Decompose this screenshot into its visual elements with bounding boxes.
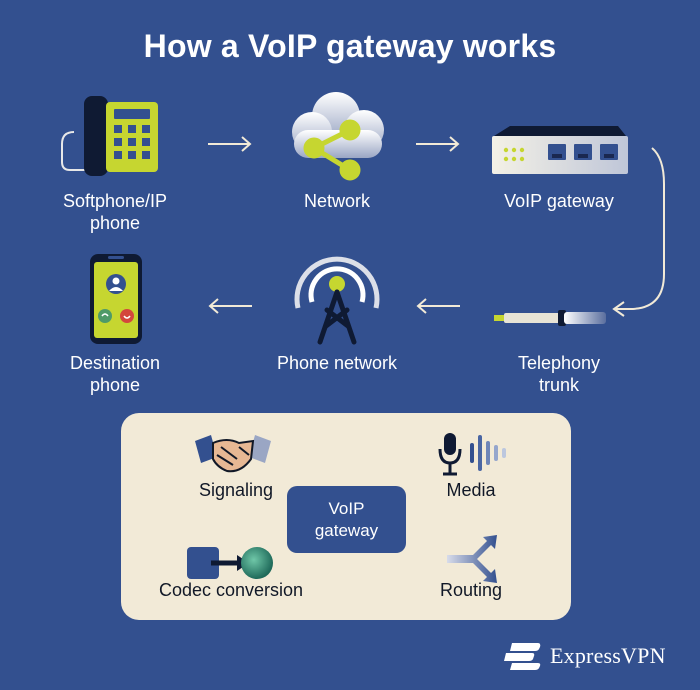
cell-tower-icon: [294, 256, 380, 345]
network-text: Network: [303, 191, 370, 211]
page-title: How a VoIP gateway works: [143, 28, 557, 64]
phone-network-text: Phone network: [276, 353, 398, 373]
routing-label: Routing: [439, 580, 503, 600]
media-label: Media: [446, 480, 496, 500]
trunk-text: Telephony trunk: [517, 353, 601, 395]
gateway-label: VoIP gateway: [469, 190, 649, 212]
cable-icon: [494, 310, 606, 326]
curved-arrow-icon: [612, 147, 665, 317]
phone-network-label: Phone network: [247, 352, 427, 374]
trunk-label: Telephony trunk: [469, 352, 649, 396]
gateway-device-icon: [492, 126, 628, 174]
cloud-network-icon: [292, 92, 384, 181]
brand-name: ExpressVPN: [550, 643, 666, 668]
left-arrow-icon: [416, 298, 460, 314]
routing-arrows-icon: [447, 535, 497, 583]
expressvpn-logo-icon: [504, 643, 541, 670]
destination-label: Destination phone: [25, 352, 205, 396]
destination-text: Destination phone: [69, 353, 161, 395]
handshake-icon: [195, 435, 271, 473]
brand-logo: ExpressVPN: [504, 640, 666, 672]
codec-label: Codec conversion: [158, 580, 304, 600]
gateway-functions-panel: Signaling Media VoIP gateway Codec con: [121, 413, 571, 620]
center-gateway-text: VoIP gateway: [314, 498, 379, 540]
microphone-icon: [438, 433, 506, 476]
right-arrow-icon: [416, 136, 460, 152]
right-arrow-icon: [208, 136, 252, 152]
conversion-icon: [187, 547, 273, 579]
network-label: Network: [247, 190, 427, 212]
smartphone-icon: [90, 254, 142, 344]
left-arrow-icon: [208, 298, 252, 314]
center-gateway-box: VoIP gateway: [287, 486, 406, 553]
signaling-label: Signaling: [198, 480, 274, 500]
softphone-label: Softphone/IP phone: [25, 190, 205, 234]
softphone-text: Softphone/IP phone: [62, 191, 168, 233]
gateway-text: VoIP gateway: [504, 191, 614, 211]
desk-phone-icon: [61, 96, 158, 176]
